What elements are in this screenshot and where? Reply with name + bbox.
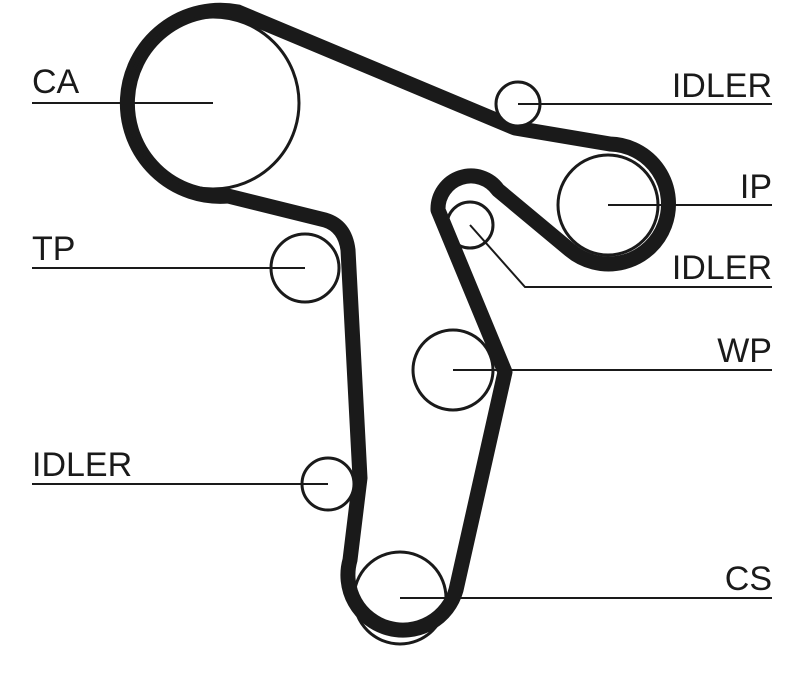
label-tp: TP xyxy=(32,230,75,268)
idler-mid-pulley xyxy=(445,200,495,250)
label-cs: CS xyxy=(725,560,772,598)
label-idler-mid: IDLER xyxy=(672,249,772,287)
leader-idler-mid xyxy=(469,224,772,288)
label-ip: IP xyxy=(740,168,772,206)
label-ca: CA xyxy=(32,63,80,101)
label-idler-top: IDLER xyxy=(672,67,772,105)
label-wp: WP xyxy=(717,332,772,370)
label-idler-low: IDLER xyxy=(32,446,132,484)
